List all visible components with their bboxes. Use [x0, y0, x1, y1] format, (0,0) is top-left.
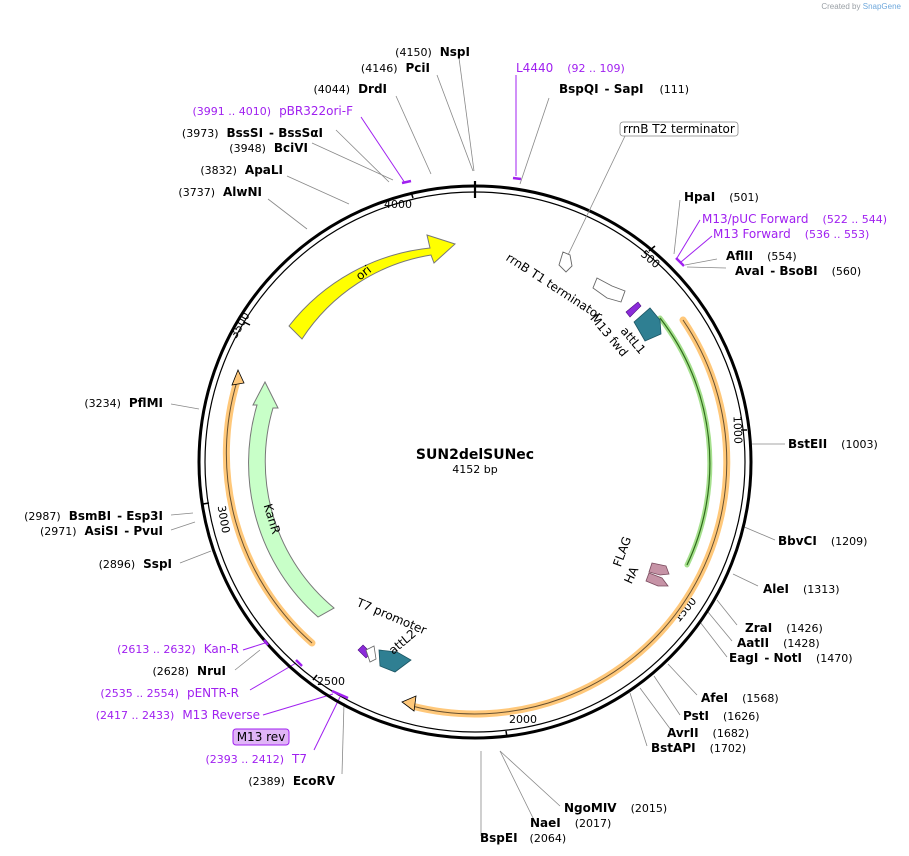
site-psti: PstI(1626) [683, 709, 760, 723]
site-m13f: M13 Forward(536 .. 553) [713, 227, 869, 241]
tick-2000: 2000 [509, 713, 537, 726]
credit-brand: SnapGene [862, 2, 901, 11]
site-zrai: ZraI(1426) [745, 621, 823, 635]
site-ecorv: (2389)EcoRV [248, 774, 335, 788]
tick-4000: 4000 [384, 198, 412, 211]
site-l4440: L4440(92 .. 109) [516, 61, 625, 75]
site-bsssi: (3973)BssSI- BssSαI [182, 126, 323, 140]
site-bspei: BspEI(2064) [480, 831, 566, 845]
site-bsmbi: (2987)BsmBI- Esp3I [24, 509, 163, 523]
site-nspi: (4150)NspI [395, 45, 470, 59]
orange-arrow-head-left [231, 368, 245, 386]
leader-lines [170, 57, 785, 836]
site-ngomiv: NgoMIV(2015) [564, 801, 667, 815]
site-pcii: (4146)PciI [361, 61, 430, 75]
tick-1000: 1000 [731, 416, 745, 444]
plasmid-length: 4152 bp [452, 463, 497, 476]
site-aatii: AatII(1428) [737, 636, 820, 650]
site-bsteii: BstEII(1003) [788, 437, 878, 451]
attl2-arrow [378, 649, 412, 673]
credit-prefix: Created by [821, 2, 861, 11]
plasmid-name: SUN2delSUNec [416, 447, 534, 463]
site-alwni: (3737)AlwNI [178, 185, 262, 199]
site-bcivi: (3948)BciVI [229, 141, 308, 155]
site-pflmi: (3234)PflMI [84, 396, 163, 410]
orange-feature-arcs [222, 316, 731, 718]
site-bbvci: BbvCI(1209) [778, 534, 867, 548]
site-hpai: HpaI(501) [684, 190, 759, 204]
site-alei: AleI(1313) [763, 582, 840, 596]
site-m13puc: M13/pUC Forward(522 .. 544) [702, 212, 887, 226]
flag-arrow [648, 562, 670, 576]
site-pbr322: (3991 .. 4010)pBR322ori-F [193, 104, 354, 118]
tick-500: 500 [638, 248, 662, 271]
rrnb-t1-arrow [592, 277, 626, 303]
rrnb-t1-label: rrnB T1 terminator [504, 250, 605, 323]
snapgene-credit: Created by SnapGene [821, 2, 901, 11]
site-aflii: AflII(554) [726, 249, 797, 263]
site-afei: AfeI(1568) [701, 691, 779, 705]
site-nrui: (2628)NruI [152, 664, 226, 678]
m13-rev-box [232, 728, 290, 746]
flag-label: FLAG [610, 535, 634, 569]
site-naei: NaeI(2017) [530, 816, 611, 830]
site-m13rev: (2417 .. 2433)M13 Reverse [96, 708, 260, 722]
site-drdi: (4044)DrdI [313, 82, 387, 96]
site-labels: (4150)NspI (4146)PciI (4044)DrdI (3991 .… [24, 45, 887, 845]
rrnb-t2-label: rrnB T2 terminator [623, 122, 735, 136]
t7-promoter-label: T7 promoter [354, 595, 429, 637]
site-asisi: (2971)AsiSI- PvuI [40, 524, 163, 538]
site-kanr-primer: (2613 .. 2632)Kan-R [117, 642, 239, 656]
site-apali: (3832)ApaLI [200, 163, 283, 177]
primer-marks [263, 176, 685, 700]
tick-3000: 3000 [215, 504, 233, 534]
primer-leader-lines [242, 75, 713, 751]
ha-label: HA [621, 564, 641, 586]
site-pentr: (2535 .. 2554)pENTR-R [100, 686, 239, 700]
kanr-arrow [248, 380, 335, 618]
green-feature-arc [657, 315, 713, 568]
site-t7: (2393 .. 2412)T7 [205, 752, 307, 766]
rrnb-t2-box [619, 121, 739, 137]
site-avrii: AvrII(1682) [667, 726, 749, 740]
m13-rev-arrow [365, 645, 377, 663]
orange-arrow-head-bottom [401, 695, 417, 712]
tick-2500: 2500 [317, 675, 345, 688]
attl1-arrow [633, 307, 662, 342]
tick-3500: 3500 [227, 310, 252, 341]
site-avai: AvaI- BsoBI(560) [735, 264, 861, 278]
rrnb-t2-leader [567, 135, 626, 256]
site-sspi: (2896)SspI [99, 557, 172, 571]
ha-arrow [645, 572, 669, 587]
ori-arrow [288, 234, 456, 340]
m13-fwd-mark [625, 301, 642, 318]
site-bspqi: BspQI- SapI(111) [559, 82, 689, 96]
rrnb-t2-arrow [558, 251, 573, 273]
m13-rev-box-label: M13 rev [237, 730, 286, 744]
site-eagi: EagI- NotI(1470) [729, 651, 853, 665]
site-bstapi: BstAPI(1702) [651, 741, 746, 755]
